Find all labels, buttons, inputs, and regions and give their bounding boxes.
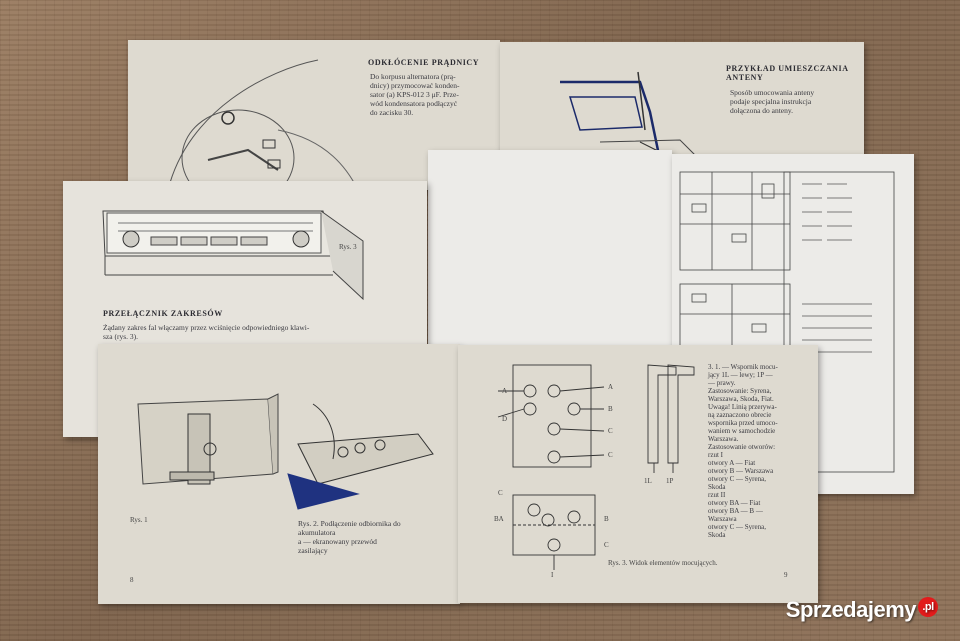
car-antenna-illustration xyxy=(560,71,701,160)
alternator-heading: ODKŁÓCENIE PRĄDNICY xyxy=(368,58,480,67)
page-number-left: 8 xyxy=(130,576,134,584)
text-line: dnicy) przymocować konden- xyxy=(370,81,460,90)
text-line: a — ekranowany przewód xyxy=(298,537,377,546)
text-line: waniem w samochodzie xyxy=(708,427,776,435)
hole-label-d-left: D xyxy=(502,415,508,423)
text-line: otwory A — Fiat xyxy=(708,459,756,467)
text-line: Do korpusu alternatora (prą- xyxy=(370,72,456,81)
text-line: sator (a) KPS-012 3 μF. Prze- xyxy=(370,90,459,99)
text-line: Skoda xyxy=(708,531,726,539)
text-line: ną zaznaczono obrecie xyxy=(708,411,772,419)
hole-label-c-right-low: C xyxy=(608,451,613,459)
booklet-right-page: A D A B C C C BA B C I 1L 1P 3. 1. — Wsp… xyxy=(458,345,818,603)
alternator-body: Do korpusu alternatora (prą- dnicy) przy… xyxy=(370,72,490,117)
fig2-caption: Rys. 2. Podłączenie odbiornika do akumul… xyxy=(298,519,453,555)
hole-label-c-bottom: C xyxy=(498,489,503,497)
text-line: 3. 1. — Wspornik mocu- xyxy=(708,363,778,371)
bracket-label-1p: 1P xyxy=(666,477,674,485)
text-line: podaje specjalna instrukcja xyxy=(730,97,812,106)
text-line: otwory C — Syrena, xyxy=(708,523,766,531)
mounting-illustrations xyxy=(137,393,434,510)
text-line: rzut II xyxy=(708,491,726,499)
text-line: zasilający xyxy=(298,546,328,555)
band-switch-heading: PRZEŁĄCZNIK ZAKRESÓW xyxy=(103,309,223,318)
hole-label-c-right: C xyxy=(608,427,613,435)
fig1-label: Rys. 1 xyxy=(130,516,148,524)
fig3-label: Rys. 3 xyxy=(339,243,357,251)
text-line: akumulatora xyxy=(298,528,336,537)
hole-label-ba-bottom: BA xyxy=(494,515,504,523)
page-number-right: 9 xyxy=(784,571,788,579)
sprzedajemy-watermark: Sprzedajemy.pl xyxy=(786,597,938,623)
booklet-left-page: Rys. 1 Rys. 2. Podłączenie odbiornika do… xyxy=(98,344,460,604)
text-line: Skoda xyxy=(708,483,726,491)
text-line: dołączona do anteny. xyxy=(730,106,794,115)
text-line: Warszawa xyxy=(708,515,737,523)
bracket-label-1l: 1L xyxy=(644,477,652,485)
hole-label-b-bottom: B xyxy=(604,515,609,523)
text-line: Uwaga! Linią przerywa- xyxy=(708,403,777,411)
antenna-page: PRZYKŁAD UMIESZCZANIA ANTENY Sposób umoc… xyxy=(500,42,864,160)
text-line: wód kondensatora podłączyć xyxy=(370,99,458,108)
watermark-badge: .pl xyxy=(918,597,938,617)
text-line: otwory B — Warszawa xyxy=(708,467,774,475)
mounting-elements-diagram xyxy=(497,364,695,570)
text-line: Żądany zakres fal włączamy przez wciśnię… xyxy=(103,323,310,332)
text-line: — prawy. xyxy=(708,379,736,387)
text-line: Sposób umocowania anteny xyxy=(730,88,815,97)
text-line: wspornika przed umoco- xyxy=(708,419,778,427)
text-line: do zacisku 30. xyxy=(370,108,414,117)
hole-label-a-right: A xyxy=(608,383,614,391)
circuit-schematic xyxy=(679,171,895,473)
text-line: jący 1L — lewy; 1P — xyxy=(708,371,773,379)
antenna-heading-line1: PRZYKŁAD UMIESZCZANIA xyxy=(726,64,849,73)
text-line: Zastosowanie otworów: xyxy=(708,443,776,451)
text-line: Warszawa, Skoda, Fiat. xyxy=(708,395,774,403)
hole-label-i: I xyxy=(551,571,554,579)
antenna-heading-line2: ANTENY xyxy=(726,73,764,82)
band-switch-body: Żądany zakres fal włączamy przez wciśnię… xyxy=(103,323,423,341)
text-line: Rys. 2. Podłączenie odbiornika do xyxy=(298,519,401,528)
fig3-caption: Rys. 3. Widok elementów mocujących. xyxy=(608,559,718,567)
watermark-text: Sprzedajemy xyxy=(785,597,917,622)
hole-label-b-right: B xyxy=(608,405,613,413)
text-line: otwory BA — B — xyxy=(708,507,763,515)
antenna-body: Sposób umocowania anteny podaje specjaln… xyxy=(730,88,855,115)
bracket-description: 3. 1. — Wspornik mocu- jący 1L — lewy; 1… xyxy=(708,363,816,539)
text-line: sza (rys. 3). xyxy=(103,332,138,341)
text-line: otwory BA — Fiat xyxy=(708,499,761,507)
hole-label-a-left: A xyxy=(502,387,508,395)
hole-label-c-bottom-right: C xyxy=(604,541,609,549)
radio-unit-illustration xyxy=(102,210,364,301)
text-line: Zastosowanie: Syrena, xyxy=(708,387,772,395)
text-line: Warszawa. xyxy=(708,435,739,443)
blank-page xyxy=(428,150,672,346)
text-line: rzut I xyxy=(708,451,723,459)
text-line: otwory C — Syrena, xyxy=(708,475,766,483)
